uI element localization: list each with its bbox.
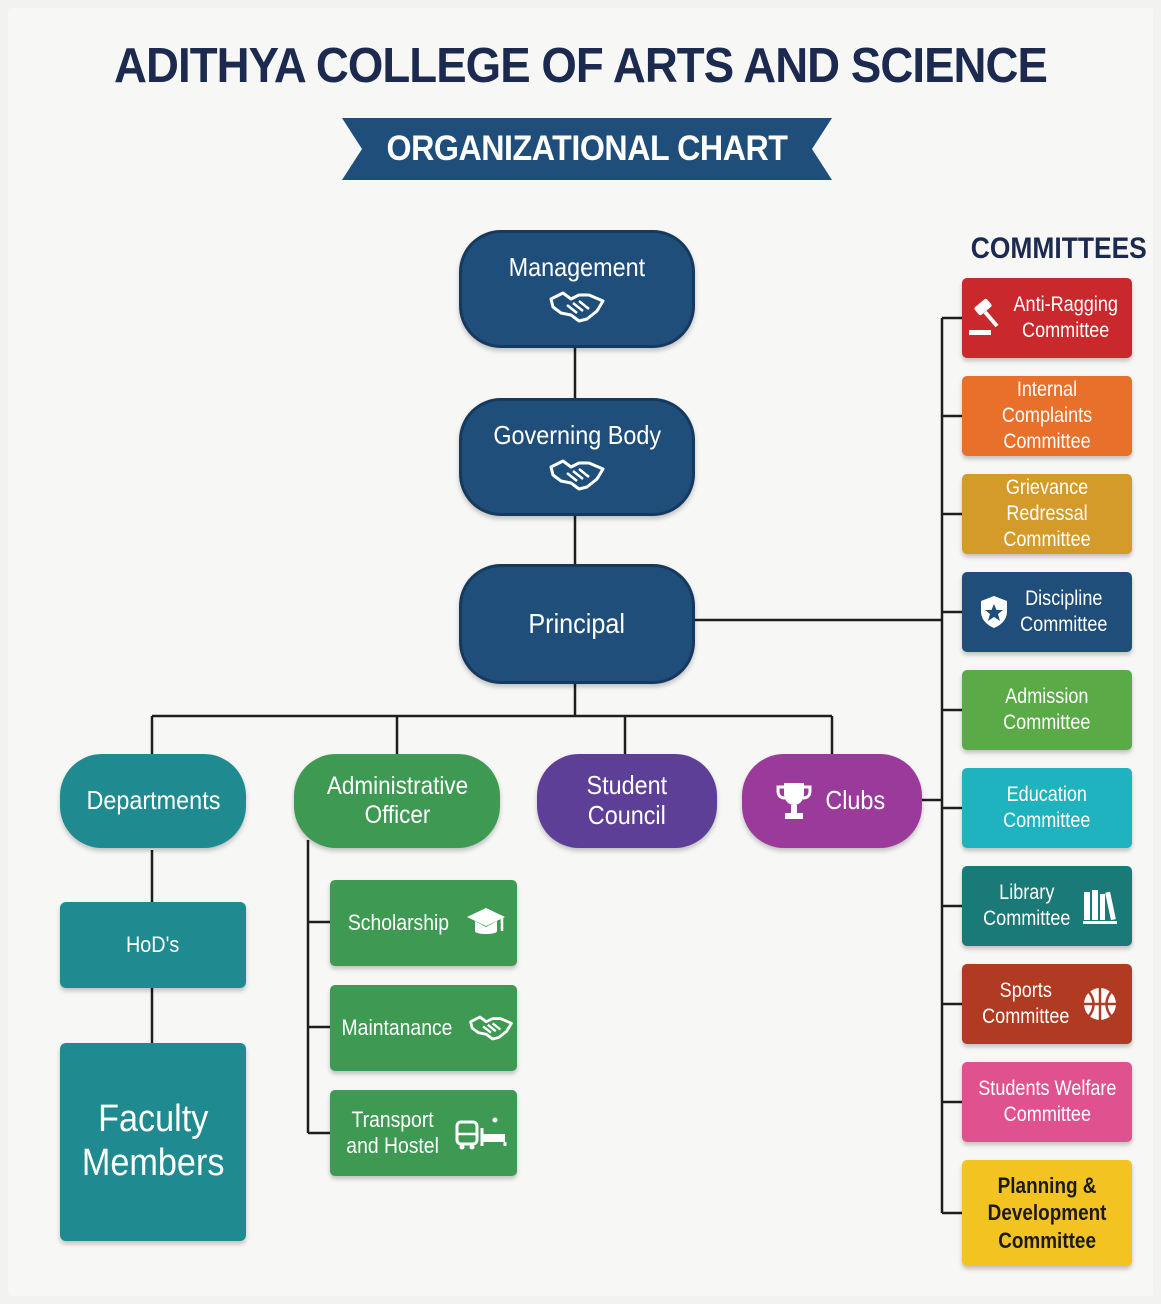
chart-subtitle: ORGANIZATIONAL CHART	[386, 129, 788, 168]
scholarship-node[interactable]: Scholarship	[330, 880, 517, 966]
faculty-members-label: Faculty Members	[81, 1098, 225, 1184]
committee-label: Grievance Redressal Committee	[1003, 475, 1091, 552]
committee-admission[interactable]: Admission Committee	[962, 670, 1132, 750]
management-label: Management	[508, 252, 646, 283]
departments-label: Departments	[86, 785, 220, 816]
committee-internal-complaints[interactable]: Internal Complaints Committee	[962, 376, 1132, 456]
principal-label: Principal	[528, 607, 626, 639]
clubs-label: Clubs	[825, 785, 885, 816]
basketball-icon	[1083, 988, 1116, 1020]
committee-label: Planning & Development Committee	[987, 1172, 1107, 1253]
committee-label: Anti-Ragging Committee	[1013, 292, 1119, 342]
governing-body-node[interactable]: Governing Body	[459, 398, 695, 516]
committee-label: Education Committee	[1003, 782, 1091, 832]
transport-hostel-node[interactable]: Transport and Hostel	[330, 1090, 517, 1176]
maintanance-label: Maintanance	[341, 1014, 452, 1040]
badge-icon	[981, 596, 1008, 628]
management-node[interactable]: Management	[459, 230, 695, 348]
subtitle-ribbon: ORGANIZATIONAL CHART	[342, 118, 832, 180]
faculty-members-node[interactable]: Faculty Members	[60, 1043, 246, 1241]
clubs-node[interactable]: Clubs	[742, 754, 922, 848]
maintanance-node[interactable]: Maintanance	[330, 985, 517, 1071]
trophy-icon	[776, 783, 812, 819]
college-title: ADITHYA COLLEGE OF ARTS AND SCIENCE	[114, 39, 1048, 93]
committee-discipline[interactable]: Discipline Committee	[962, 572, 1132, 652]
graduation-cap-icon	[466, 908, 505, 934]
ribbon-shape	[342, 118, 832, 180]
committee-label: Sports Committee	[982, 978, 1070, 1028]
committee-anti-ragging[interactable]: Anti-Ragging Committee	[962, 278, 1132, 358]
handshake-icon	[549, 459, 605, 491]
student-council-label: Student Council	[586, 770, 668, 830]
governing-body-label: Governing Body	[493, 420, 661, 451]
committee-label: Library Committee	[983, 880, 1071, 930]
committees-heading: COMMITTEES	[970, 232, 1147, 265]
hods-label: HoD's	[126, 932, 180, 958]
committee-library[interactable]: Library Committee	[962, 866, 1132, 946]
committee-label: Discipline Committee	[1020, 586, 1108, 636]
administrative-officer-label: Administrative Officer	[326, 772, 468, 829]
committee-grievance-redressal[interactable]: Grievance Redressal Committee	[962, 474, 1132, 554]
gavel-icon	[969, 298, 999, 335]
administrative-officer-node[interactable]: Administrative Officer	[294, 754, 500, 848]
scholarship-label: Scholarship	[347, 909, 450, 935]
committee-label: Internal Complaints Committee	[1001, 377, 1093, 454]
committee-label: Admission Committee	[1003, 684, 1091, 734]
handshake-icon	[469, 1015, 514, 1041]
transport-hostel-label: Transport and Hostel	[346, 1106, 439, 1158]
bus-bed-icon	[455, 1117, 507, 1150]
principal-node[interactable]: Principal	[459, 564, 695, 684]
committee-sports[interactable]: Sports Committee	[962, 964, 1132, 1044]
committee-planning-development[interactable]: Planning & Development Committee	[962, 1160, 1132, 1266]
committee-label: Students Welfare Committee	[977, 1076, 1117, 1126]
hods-node[interactable]: HoD's	[60, 902, 246, 988]
committee-education[interactable]: Education Committee	[962, 768, 1132, 848]
student-council-node[interactable]: Student Council	[537, 754, 717, 848]
handshake-icon	[549, 291, 605, 323]
departments-node[interactable]: Departments	[60, 754, 246, 848]
committee-students-welfare[interactable]: Students Welfare Committee	[962, 1062, 1132, 1142]
books-icon	[1082, 890, 1117, 924]
